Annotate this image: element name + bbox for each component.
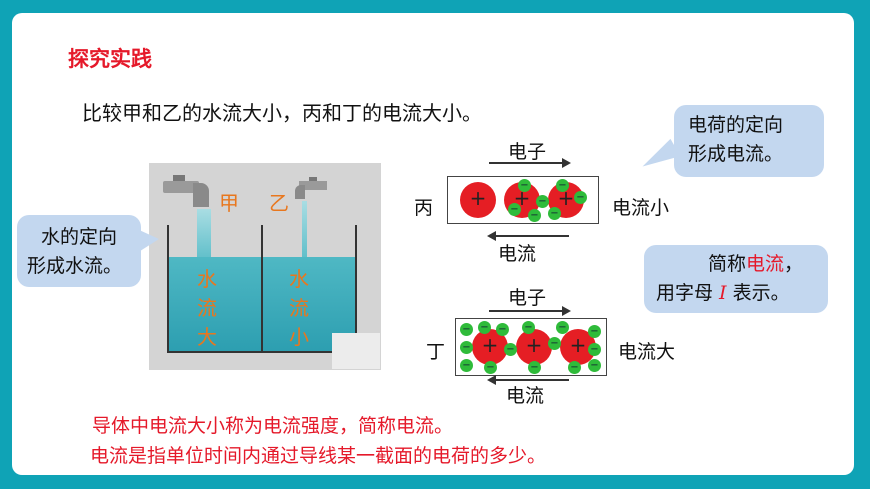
symbol-callout-bubble: 简称电流， 用字母 I 表示。 [644,245,828,313]
water-column-left-label: 水流大 [197,267,217,349]
container-left-wall [167,225,169,353]
tap-label-jia: 甲 [219,191,239,215]
electron-label-bottom: 电子 [508,287,547,309]
electron: − [574,191,587,204]
wire-name-ding: 丁 [426,341,446,363]
electron: − [460,323,473,336]
positive-ion: + [460,182,496,218]
electron: − [548,337,561,350]
current-label-bottom: 电流 [506,385,545,407]
electron: − [588,325,601,338]
electron: − [478,321,491,334]
container-bottom [167,351,357,353]
electron: − [548,207,561,220]
slide: 探究实践 比较甲和乙的水流大小，丙和丁的电流大小。 甲 乙 水流大 [12,13,854,475]
electron: − [528,361,541,374]
water-container: 水流大 水流小 [167,225,357,353]
electron: − [484,361,497,374]
definition-line-1: 导体中电流大小称为电流强度，简称电流。 [92,415,454,437]
electron: − [588,343,601,356]
wire-result-large: 电流大 [618,341,676,363]
electron-arrow-bottom [489,306,571,316]
current-arrow-top [487,231,569,241]
positive-ion: + [516,329,552,365]
electron: − [522,321,535,334]
electron: − [536,195,549,208]
current-label-top: 电流 [498,243,537,265]
wire-name-bing: 丙 [414,197,434,219]
current-arrow-bottom [487,375,569,385]
water-stream-large [197,209,211,271]
slide-title: 探究实践 [68,47,152,71]
tap-label-yi: 乙 [269,191,289,215]
wire-ding: + + + − − − − − − − − − − − − − − − [455,318,607,376]
container-right-wall [355,225,357,353]
definition-line-2: 电流是指单位时间内通过导线某一截面的电荷的多少。 [90,445,547,467]
electron: − [496,323,509,336]
electron-label-top: 电子 [508,141,547,163]
charge-callout-bubble: 电荷的定向 形成电流。 [637,105,824,177]
electron: − [460,341,473,354]
water-column-right-label: 水流小 [289,267,309,349]
wire-result-small: 电流小 [612,197,670,219]
intro-text: 比较甲和乙的水流大小，丙和丁的电流大小。 [82,101,482,125]
electron: − [504,343,517,356]
faucet-left-icon [163,175,209,207]
electron: − [556,179,569,192]
electron: − [568,361,581,374]
tank-side-block [332,333,380,369]
electron: − [588,359,601,372]
water-stream-small [302,201,307,271]
water-tank-illustration: 甲 乙 水流大 水流小 [149,163,381,370]
electron: − [556,321,569,334]
electron-arrow-top [489,158,571,168]
electron: − [508,203,521,216]
faucet-right-icon [295,177,331,199]
container-divider [261,225,263,353]
electron: − [518,179,531,192]
wire-bing: + + + − − − − − − − [447,176,599,224]
water-callout-bubble: 水的定向 形成水流。 [17,215,159,287]
electron: − [528,209,541,222]
electron: − [460,359,473,372]
